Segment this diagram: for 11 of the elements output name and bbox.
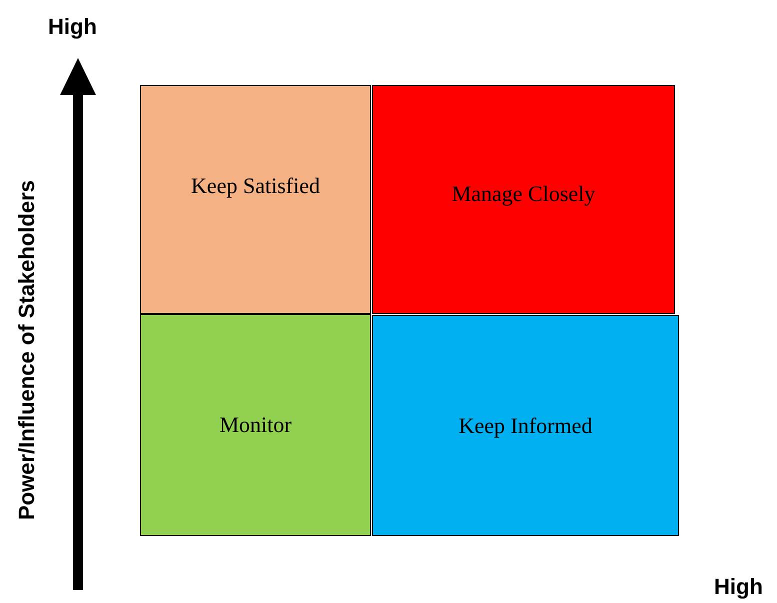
quadrant-label: Manage Closely — [452, 180, 596, 206]
quadrant-label: Keep Informed — [458, 412, 592, 438]
quadrant-box — [372, 85, 675, 314]
quadrant-box — [372, 315, 679, 536]
axis-end-label: High — [714, 574, 763, 600]
quadrant-label: Monitor — [219, 412, 292, 438]
quadrant-box — [140, 85, 371, 314]
quadrant-label: Keep Satisfied — [191, 172, 320, 198]
axis-title: Power/Influence of Stakeholders — [14, 179, 40, 522]
axis-end-label: High — [48, 14, 97, 40]
quadrant-box — [140, 314, 371, 536]
